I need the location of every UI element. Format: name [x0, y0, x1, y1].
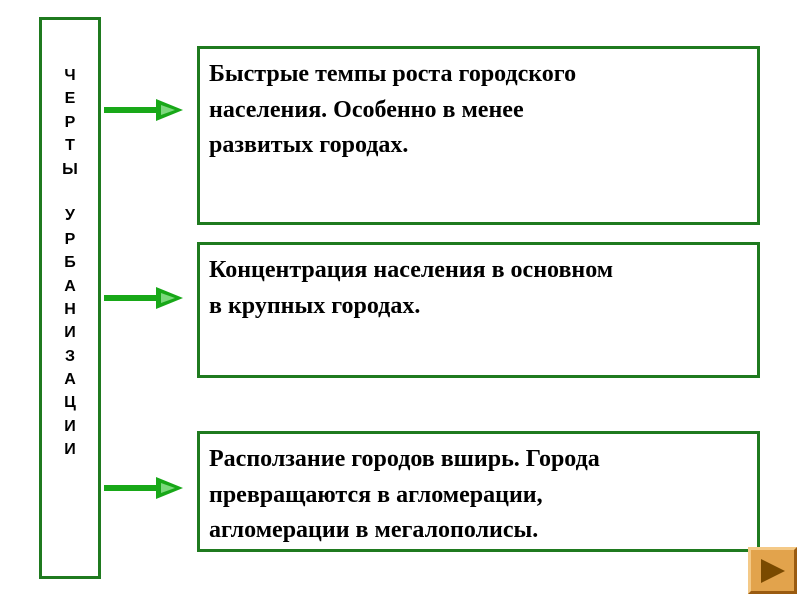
side-letter: И [64, 441, 76, 459]
side-letter: Б [64, 254, 76, 272]
side-letter: А [64, 277, 76, 295]
side-letter: У [65, 207, 75, 225]
side-letter: Т [65, 137, 75, 155]
feature-text: Расползание городов вширь. Города превра… [209, 446, 600, 543]
play-triangle-icon [761, 559, 785, 583]
feature-box-1: Быстрые темпы роста городского населения… [197, 46, 760, 225]
side-letter: Е [64, 90, 76, 108]
feature-text: Быстрые темпы роста городского населения… [209, 61, 577, 158]
right-arrow-icon [104, 287, 183, 309]
side-letter: А [64, 371, 76, 389]
feature-box-3: Расползание городов вширь. Города превра… [197, 431, 760, 552]
side-letter: Н [64, 300, 76, 318]
right-arrow-icon [104, 99, 183, 121]
feature-text: Концентрация населения в основном в круп… [209, 257, 614, 319]
right-arrow-icon [104, 477, 183, 499]
side-title: Ч Е Р Т Ы У Р Б А Н И З А Ц И И [42, 64, 98, 462]
next-slide-button[interactable] [748, 547, 797, 594]
side-title-box: Ч Е Р Т Ы У Р Б А Н И З А Ц И И [39, 17, 101, 579]
side-letter: Р [64, 113, 76, 131]
side-letter: И [64, 417, 76, 435]
side-letter: Ц [64, 394, 76, 412]
side-letter: И [64, 324, 76, 342]
side-letter: З [64, 347, 76, 365]
side-letter: Ч [64, 67, 76, 84]
side-letter: Ы [62, 160, 78, 178]
side-letter: Р [64, 230, 76, 248]
feature-box-2: Концентрация населения в основном в круп… [197, 242, 760, 378]
